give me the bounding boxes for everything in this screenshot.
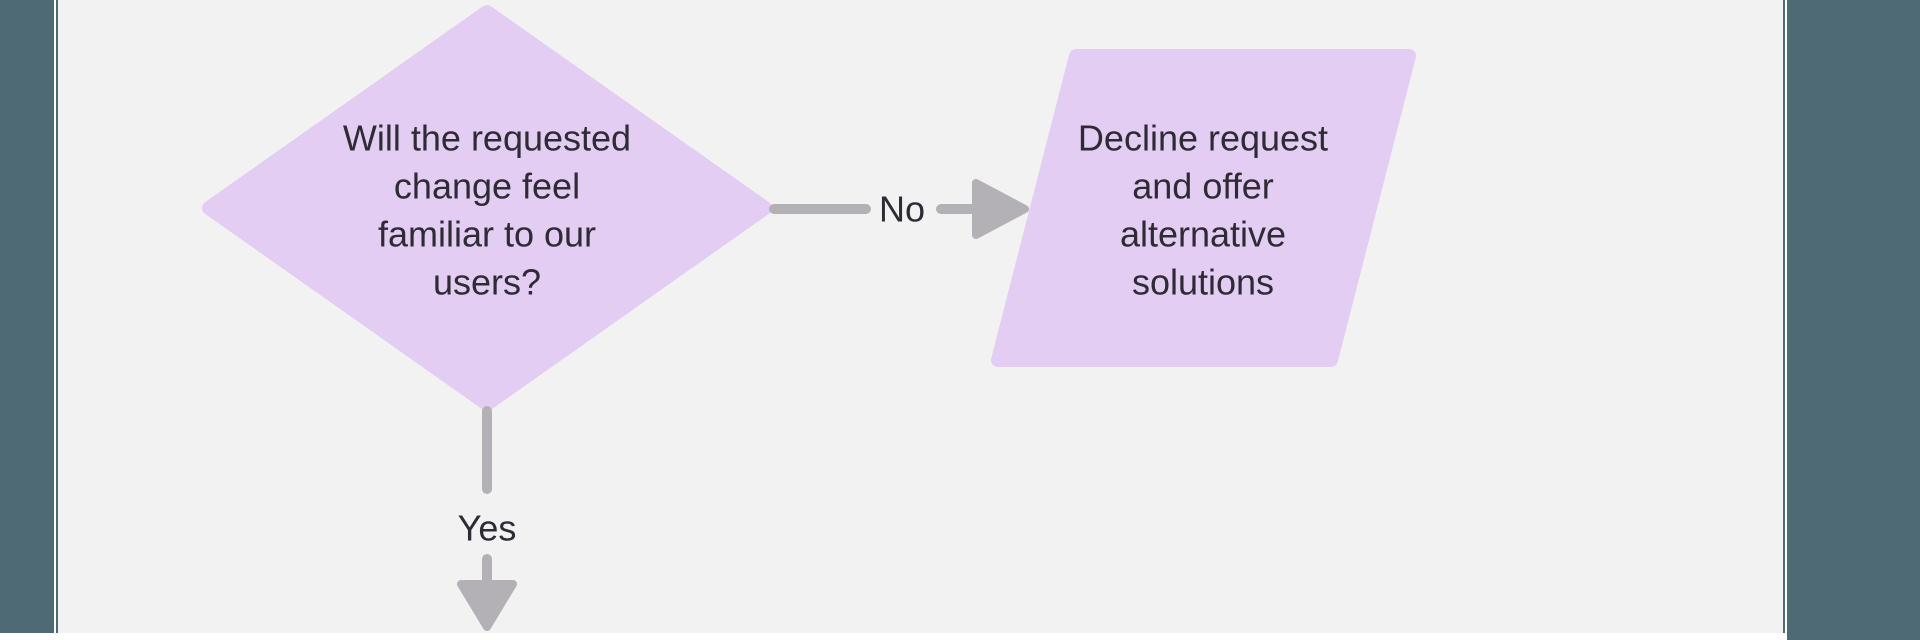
left-frame-bar (0, 0, 54, 640)
right-frame-line (1783, 0, 1785, 640)
bottom-edge-strip (0, 633, 1787, 640)
output-text-line: alternative (1120, 214, 1286, 255)
no-connector-label[interactable]: No (879, 189, 925, 230)
decision-diamond-shape[interactable] (202, 5, 772, 411)
output-node[interactable]: Decline request and offer alternative so… (991, 49, 1416, 367)
no-connector-arrowhead-icon (972, 179, 1029, 239)
yes-connector-arrowhead-icon (457, 580, 517, 631)
decision-text-line: users? (433, 262, 541, 303)
right-frame-bar (1787, 0, 1920, 640)
output-text-line: and offer (1132, 166, 1273, 207)
decision-node[interactable]: Will the requested change feel familiar … (202, 5, 772, 411)
yes-connector-label[interactable]: Yes (458, 508, 517, 549)
output-text-line: Decline request (1078, 118, 1328, 159)
output-parallelogram-shape[interactable] (991, 49, 1416, 367)
left-frame-gap (54, 0, 56, 640)
decision-text-line: familiar to our (378, 214, 596, 255)
left-frame-line (56, 0, 58, 640)
right-frame-gap (1785, 0, 1787, 640)
decision-text-line: change feel (394, 166, 580, 207)
decision-text-line: Will the requested (343, 118, 631, 159)
output-text-line: solutions (1132, 262, 1274, 303)
yes-connector[interactable]: Yes (457, 406, 517, 631)
no-connector[interactable]: No (769, 179, 1029, 239)
